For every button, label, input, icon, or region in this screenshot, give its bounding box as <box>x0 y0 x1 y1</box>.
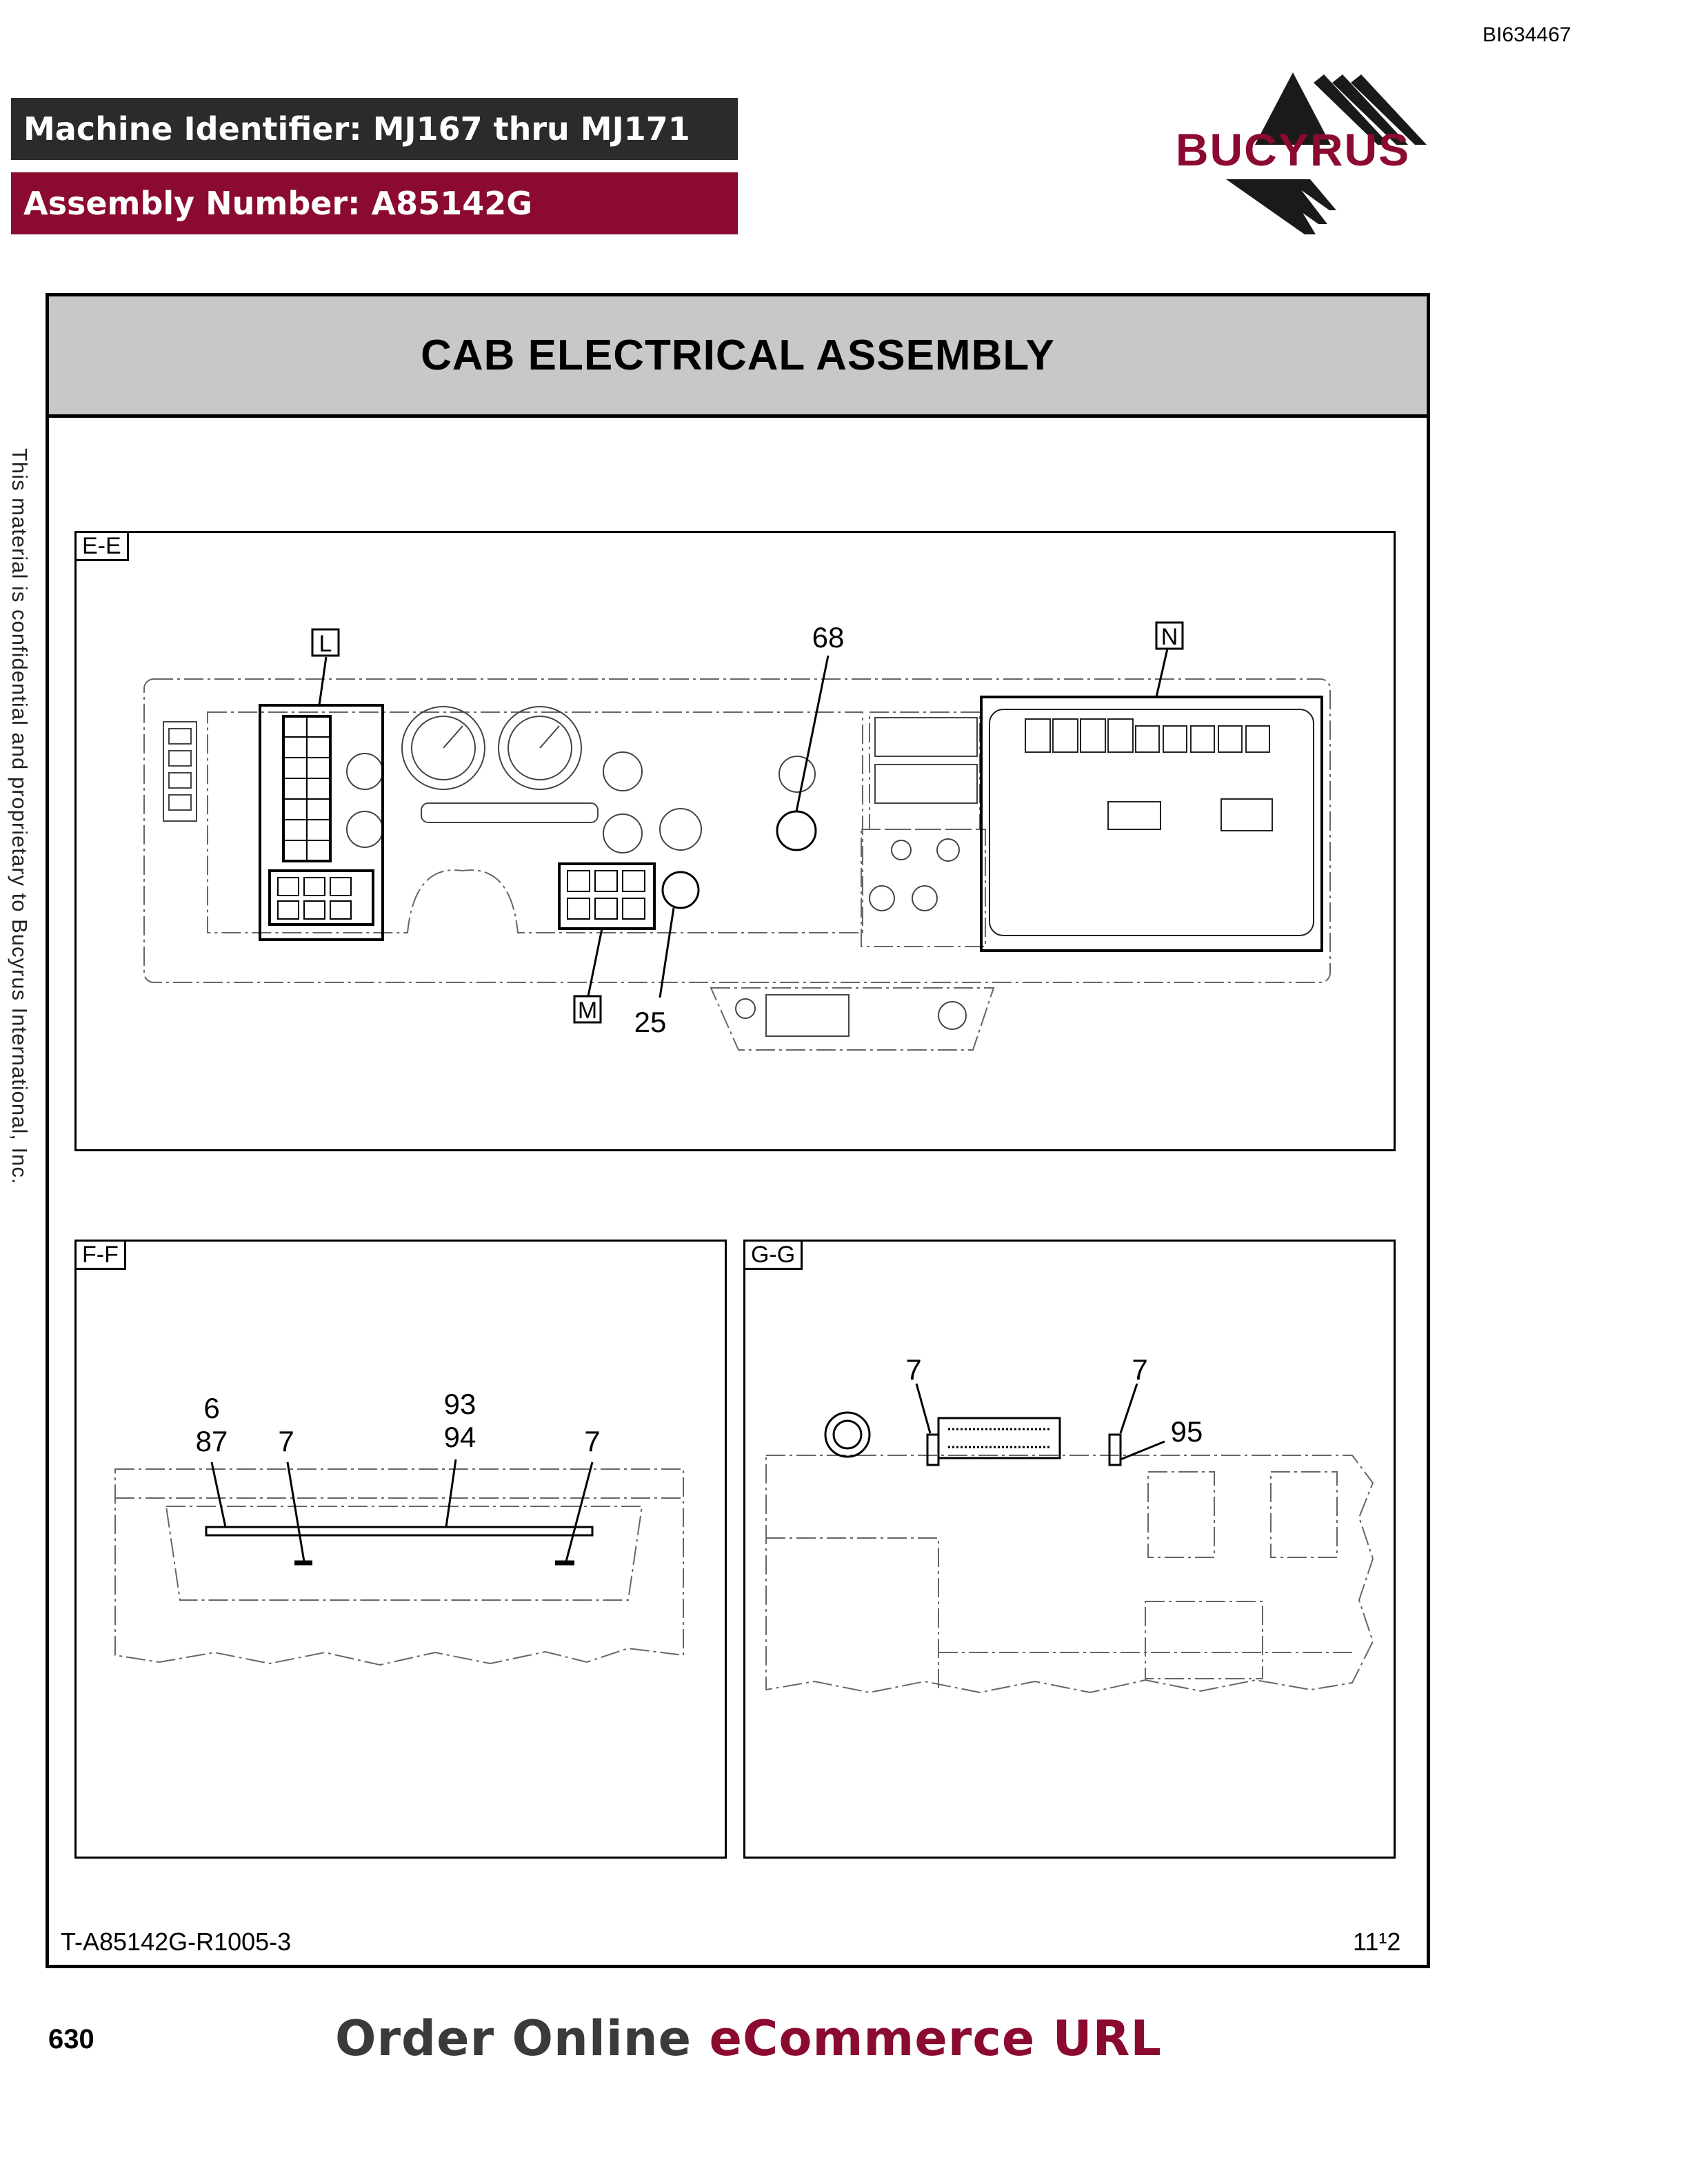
gg-structure-outline <box>765 1455 1374 1694</box>
gg-lower-box <box>1145 1601 1263 1679</box>
small-gauge-2 <box>603 813 643 853</box>
leader-25 <box>659 907 675 998</box>
small-gauge-4 <box>346 753 383 790</box>
view-ee-label: E-E <box>74 531 129 561</box>
callout-25: 25 <box>634 1006 667 1038</box>
ecommerce-url-link[interactable]: eCommerce URL <box>709 2010 1163 2067</box>
ff-structure-outline <box>114 1468 684 1666</box>
view-gg-panel: G-G 7 7 95 <box>743 1240 1396 1859</box>
machine-identifier-bar: Machine Identifier: MJ167 thru MJ171 <box>11 98 738 160</box>
callout-7-left: 7 <box>278 1425 294 1457</box>
logo-stripe-2 <box>1332 74 1408 145</box>
callout-93: 93 <box>444 1388 476 1420</box>
gg-speaker <box>824 1411 871 1458</box>
lower-console-outline <box>710 987 995 1051</box>
small-gauge-3 <box>659 808 702 851</box>
ff-bar-6-87 <box>205 1526 594 1537</box>
logo-lower-stripe-1 <box>1226 179 1316 234</box>
switch-block-outline <box>869 711 981 830</box>
gg-terminal-block <box>937 1417 1061 1459</box>
leader-m <box>587 928 603 997</box>
leader-95 <box>1120 1440 1165 1461</box>
leader-87 <box>210 1462 227 1528</box>
logo-wordmark: BUCYRUS <box>1176 124 1410 175</box>
aux-panel-outline <box>861 829 986 947</box>
small-gauge-5 <box>346 811 383 848</box>
gauge-right <box>498 706 582 790</box>
leader-7a <box>286 1462 305 1562</box>
callout-gg-7-right: 7 <box>1132 1353 1147 1386</box>
switch-row-upper <box>874 717 978 757</box>
callout-7-right: 7 <box>584 1425 600 1457</box>
callout-6: 6 <box>203 1392 219 1424</box>
component-68 <box>776 810 817 851</box>
confidentiality-note: This material is confidential and propri… <box>8 448 32 1185</box>
view-ee-drawing: L 68 N M 25 <box>143 621 1331 1051</box>
callout-l: L <box>319 631 332 657</box>
callout-gg-7-left: 7 <box>905 1353 921 1386</box>
logo-mountain-shape <box>1255 72 1331 145</box>
dash-left-outline <box>207 711 863 933</box>
leader-68 <box>795 655 830 812</box>
callout-n: N <box>1161 624 1178 650</box>
drawing-frame <box>46 293 1430 1968</box>
indicator-strip <box>421 802 599 823</box>
leader-gg-7b <box>1119 1383 1138 1434</box>
view-ff-label: F-F <box>74 1240 126 1270</box>
assembly-number-bar: Assembly Number: A85142G <box>11 172 738 234</box>
drawing-title: CAB ELECTRICAL ASSEMBLY <box>49 296 1427 418</box>
logo-lower-stripe-2 <box>1255 179 1327 224</box>
order-online-link[interactable]: Order Online eCommerce URL <box>335 2010 1162 2067</box>
document-id: BI634467 <box>1483 23 1571 46</box>
small-gauge-1 <box>603 751 643 791</box>
component-l <box>259 704 384 941</box>
leader-7b <box>565 1462 594 1562</box>
ff-inner-outline <box>165 1506 643 1601</box>
sheet-number: 11¹2 <box>1353 1928 1401 1956</box>
order-online-prefix: Order Online <box>335 2010 710 2067</box>
gg-bracket-right <box>1270 1471 1338 1558</box>
leader-l <box>318 656 328 706</box>
lower-console-display <box>765 994 850 1037</box>
page-number: 630 <box>48 2024 94 2054</box>
callout-94: 94 <box>444 1421 476 1453</box>
view-gg-drawing: 7 7 95 <box>765 1353 1374 1694</box>
view-ff-panel: F-F 6 87 7 93 94 7 <box>74 1240 727 1859</box>
gauge-left <box>401 706 485 790</box>
view-ff-drawing: 6 87 7 93 94 7 <box>114 1388 684 1666</box>
leader-n <box>1155 648 1169 698</box>
view-gg-label: G-G <box>743 1240 803 1270</box>
callout-87: 87 <box>196 1425 228 1457</box>
callout-m: M <box>578 998 597 1024</box>
callout-95: 95 <box>1171 1415 1203 1448</box>
left-switch-stack <box>163 721 197 822</box>
small-gauge-6 <box>778 756 816 793</box>
component-n <box>980 696 1323 952</box>
logo-stripe-3 <box>1351 74 1427 145</box>
bucyrus-logo: BUCYRUS <box>1176 72 1427 234</box>
component-25 <box>661 871 700 909</box>
gg-clip-left <box>926 1433 940 1466</box>
callout-68: 68 <box>812 621 845 654</box>
leader-gg-7a <box>915 1383 932 1434</box>
leader-94 <box>445 1459 457 1528</box>
switch-row-lower <box>874 764 978 804</box>
component-m <box>558 862 656 930</box>
drawing-code: T-A85142G-R1005-3 <box>61 1928 292 1956</box>
gg-bracket-left <box>1147 1471 1215 1558</box>
view-ee-panel: E-E <box>74 531 1396 1151</box>
dashboard-outline <box>143 678 1331 983</box>
gg-clip-right <box>1108 1433 1122 1466</box>
logo-lower-stripe-3 <box>1286 179 1336 210</box>
logo-stripe-1 <box>1314 74 1389 145</box>
